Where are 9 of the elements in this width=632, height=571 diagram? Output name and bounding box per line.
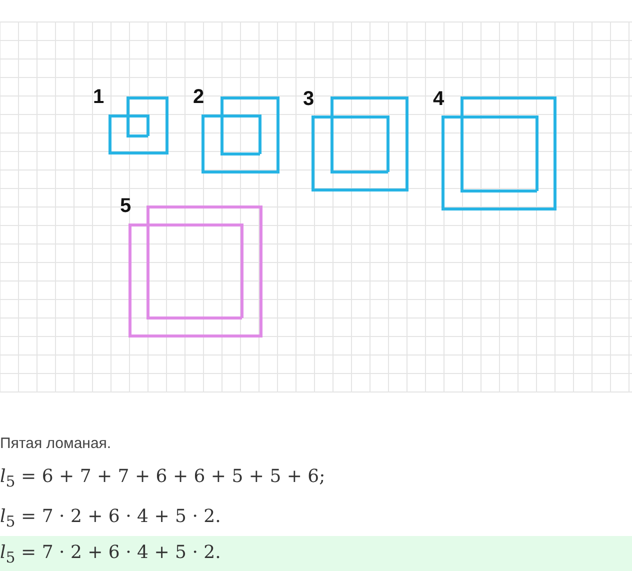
figure-number: 3 xyxy=(303,88,314,111)
formula: l$_{5}$ = 7 · 2 + 6 · 4 + 5 · 2. xyxy=(0,506,221,531)
formula: l$_{5}$ = 7 · 2 + 6 · 4 + 5 · 2. xyxy=(0,542,221,567)
caption-text: Пятая ломаная. xyxy=(0,435,112,452)
formula: l$_{5}$ = 6 + 7 + 7 + 6 + 6 + 5 + 5 + 6; xyxy=(0,466,326,491)
figure-number: 1 xyxy=(93,86,104,109)
figure-number: 4 xyxy=(433,88,444,111)
figure-number: 5 xyxy=(120,195,132,218)
figure-number: 2 xyxy=(193,86,204,109)
